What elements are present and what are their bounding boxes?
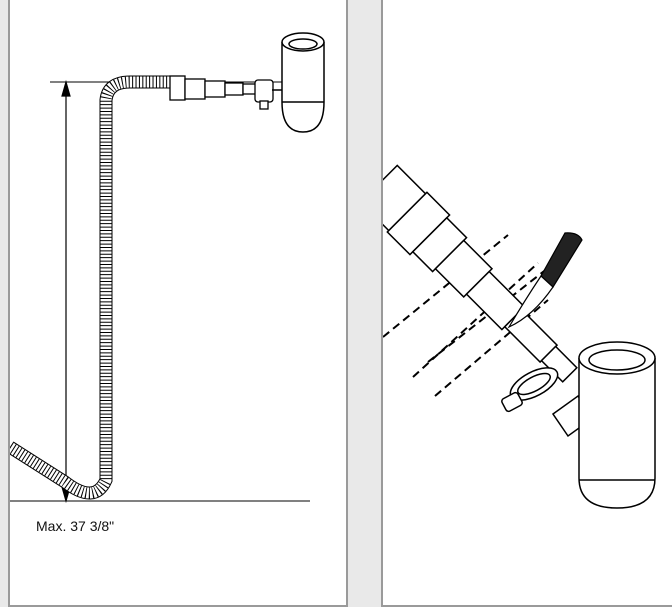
knife-icon (507, 232, 583, 329)
hose-clamp-icon (501, 367, 559, 413)
left-illustration-panel: Max. 37 3/8" (8, 0, 348, 607)
drain-hose-height-illustration (10, 32, 325, 504)
right-illustration-panel (381, 0, 672, 607)
height-dimension-arrow (61, 79, 71, 504)
siphon-cup-icon (551, 341, 656, 509)
cut-guide-lines (383, 234, 549, 397)
max-height-caption: Max. 37 3/8" (36, 518, 115, 534)
hose-connector (169, 75, 262, 101)
siphon-cup-icon (272, 32, 325, 133)
cut-hose-end-illustration (383, 164, 656, 509)
corrugated-drain-hose (10, 75, 185, 500)
stepped-hose-end (383, 164, 578, 383)
hose-clamp-icon (254, 79, 274, 110)
